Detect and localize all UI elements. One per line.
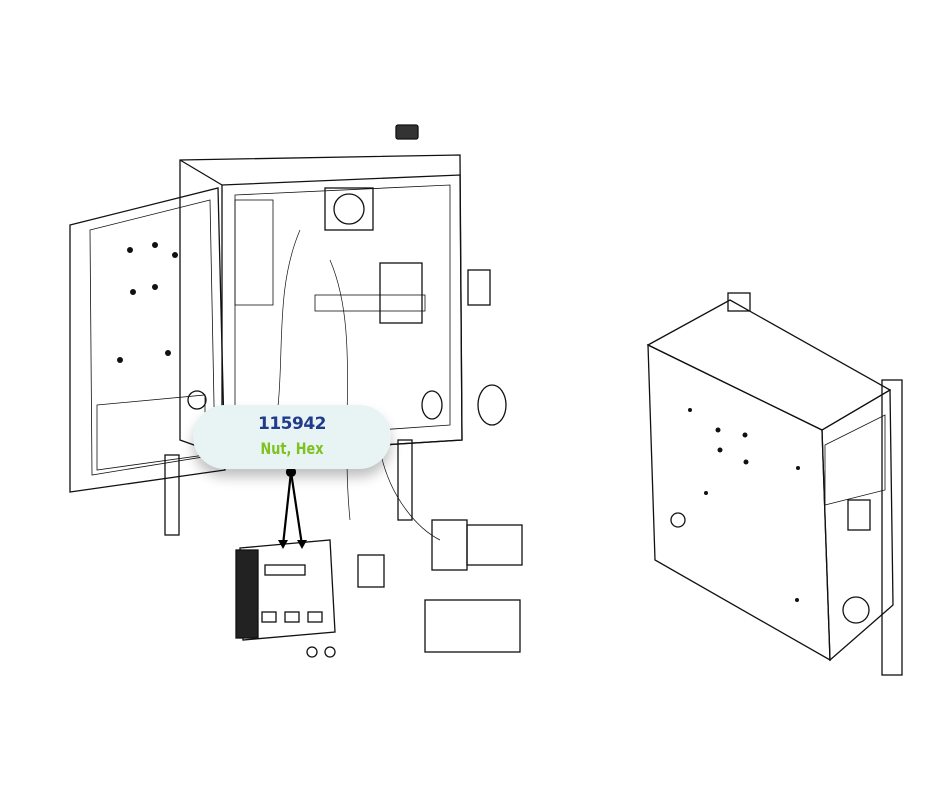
part-callout-tooltip[interactable]: 115942 Nut, Hex bbox=[193, 405, 391, 469]
terminal-blocks bbox=[424, 519, 523, 653]
part-name: Nut, Hex bbox=[260, 439, 324, 458]
open-enclosure bbox=[69, 124, 507, 541]
part-number: 115942 bbox=[258, 414, 326, 434]
closed-enclosure bbox=[646, 292, 903, 676]
controller-module bbox=[235, 539, 336, 658]
relay bbox=[357, 554, 385, 588]
callout-leaders bbox=[278, 466, 307, 549]
